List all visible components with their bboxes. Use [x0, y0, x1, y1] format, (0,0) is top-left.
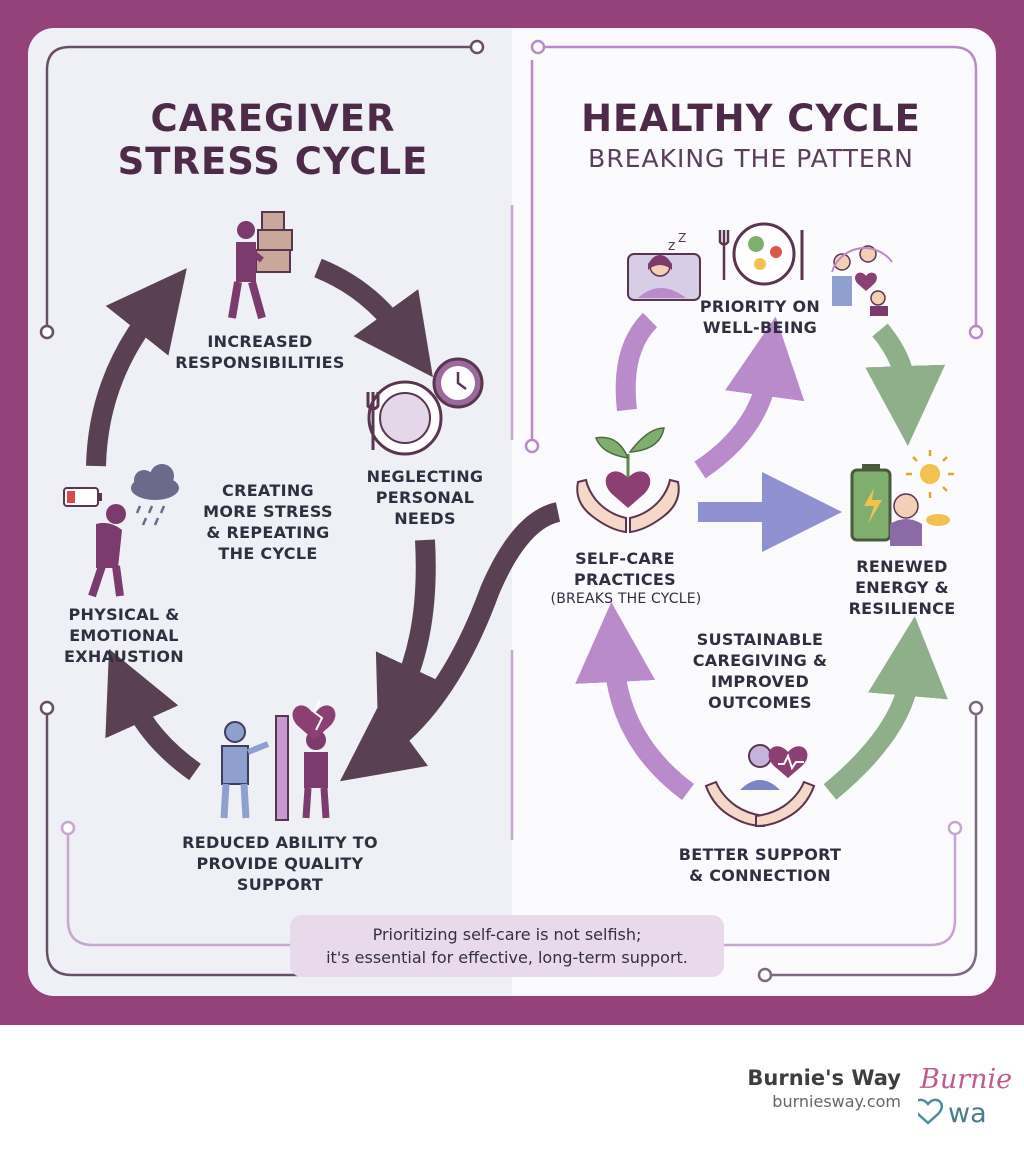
- node-increased-responsibilities: INCREASED RESPONSIBILITIES: [160, 331, 360, 373]
- quote-line-2: it's essential for effective, long-term …: [326, 948, 688, 967]
- node-self-care-practices: SELF-CARE PRACTICES: [540, 548, 710, 590]
- self-care-quote: Prioritizing self-care is not selfish; i…: [290, 915, 724, 977]
- healthy-cycle-subtitle: BREAKING THE PATTERN: [588, 144, 914, 173]
- center-line: & REPEATING: [206, 523, 330, 542]
- node-line: RENEWED: [856, 557, 948, 576]
- center-line: IMPROVED: [710, 672, 810, 691]
- stress-title-line-1: CAREGIVER: [150, 97, 396, 140]
- battery-sun-person-icon: [850, 450, 954, 546]
- exhausted-person-icon: [63, 464, 179, 598]
- node-line: EMOTIONAL: [69, 626, 179, 645]
- logo-heart-icon: [918, 1098, 944, 1125]
- breaks-the-cycle-note: (BREAKS THE CYCLE): [550, 591, 702, 607]
- stress-title-line-2: STRESS CYCLE: [117, 139, 429, 183]
- node-line: BETTER SUPPORT: [678, 845, 842, 864]
- healthy-food-plate-icon: [718, 222, 804, 286]
- decorative-lines: [39, 39, 984, 983]
- node-line: PRACTICES: [574, 570, 676, 589]
- node-line: SUPPORT: [236, 875, 324, 894]
- node-reduced-ability: REDUCED ABILITY TO PROVIDE QUALITY SUPPO…: [150, 832, 410, 895]
- node-line: INCREASED: [207, 332, 313, 351]
- sleeping-person-icon: z Z: [627, 231, 701, 301]
- healthy-cycle-title: HEALTHY CYCLE: [581, 97, 921, 140]
- node-line: NEGLECTING: [366, 467, 484, 486]
- stress-cycle-center-text: CREATING MORE STRESS & REPEATING THE CYC…: [178, 480, 358, 564]
- support-hands-heartbeat-icon: [704, 744, 816, 828]
- center-line: MORE STRESS: [203, 502, 333, 521]
- healthy-cycle-arrows: [575, 312, 948, 801]
- node-line: PROVIDE QUALITY: [196, 854, 364, 873]
- logo-text-line-1: Burnie: [919, 1064, 1012, 1095]
- node-line: RESILIENCE: [848, 599, 956, 618]
- node-physical-emotional-exhaustion: PHYSICAL & EMOTIONAL EXHAUSTION: [44, 604, 204, 667]
- node-line: PRIORITY ON: [699, 297, 821, 316]
- node-line: WELL-BEING: [702, 318, 818, 337]
- svg-text:Z: Z: [678, 231, 686, 245]
- node-priority-on-well-being: PRIORITY ON WELL-BEING: [680, 296, 840, 338]
- plate-and-clock-icon: [366, 357, 484, 456]
- node-line: ENERGY &: [855, 578, 949, 597]
- node-better-support: BETTER SUPPORT & CONNECTION: [660, 844, 860, 886]
- stress-cycle-title: CAREGIVER STRESS CYCLE: [98, 97, 448, 183]
- svg-text:z: z: [668, 238, 675, 254]
- brand-name: Burnie's Way: [747, 1066, 901, 1090]
- social-connection-icon: [831, 245, 893, 316]
- node-line: NEEDS: [394, 509, 456, 528]
- healthy-cycle-center-text: SUSTAINABLE CAREGIVING & IMPROVED OUTCOM…: [680, 629, 840, 713]
- hands-heart-plant-icon: [576, 427, 680, 534]
- brand-logo: Burnie wa: [918, 1064, 1012, 1128]
- node-line: PHYSICAL &: [68, 605, 180, 624]
- node-line: RESPONSIBILITIES: [175, 353, 345, 372]
- stress-cycle-arrows: [86, 258, 561, 782]
- wall-and-broken-heart-icon: [220, 699, 336, 821]
- center-line: CAREGIVING &: [692, 651, 828, 670]
- center-line: SUSTAINABLE: [696, 630, 824, 649]
- node-line: REDUCED ABILITY TO: [182, 833, 378, 852]
- node-line: EXHAUSTION: [64, 647, 184, 666]
- node-neglecting-needs: NEGLECTING PERSONAL NEEDS: [350, 466, 500, 529]
- center-line: THE CYCLE: [218, 544, 318, 563]
- logo-text-line-2: wa: [948, 1098, 987, 1128]
- node-renewed-energy: RENEWED ENERGY & RESILIENCE: [834, 556, 970, 619]
- node-line: PERSONAL: [375, 488, 475, 507]
- node-line: & CONNECTION: [689, 866, 831, 885]
- diagram-artwork: z Z: [39, 39, 984, 983]
- center-line: OUTCOMES: [708, 693, 812, 712]
- person-carrying-boxes-icon: [228, 211, 293, 320]
- brand-url[interactable]: burniesway.com: [772, 1092, 901, 1111]
- quote-line-1: Prioritizing self-care is not selfish;: [372, 925, 642, 944]
- center-line: CREATING: [222, 481, 314, 500]
- node-line: SELF-CARE: [575, 549, 675, 568]
